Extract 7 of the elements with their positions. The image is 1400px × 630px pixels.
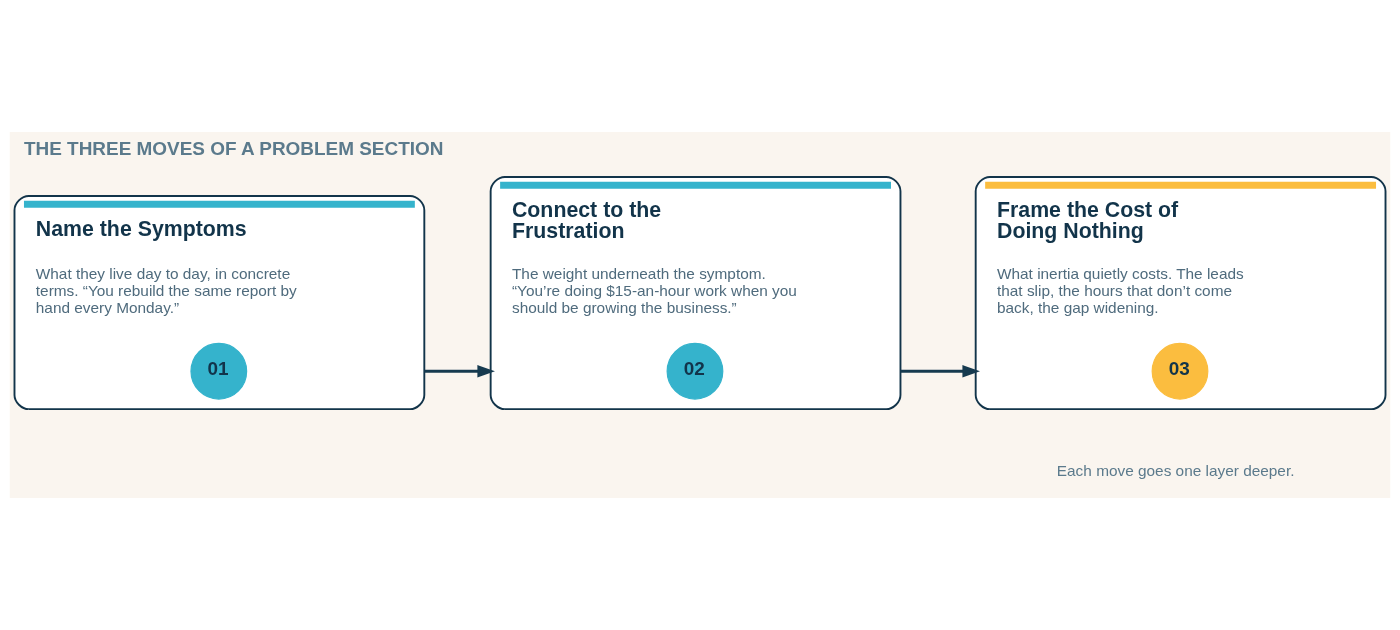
arrow <box>424 365 495 378</box>
diagram-title: THE THREE MOVES OF A PROBLEM SECTION <box>23 138 444 160</box>
arrow <box>900 365 980 378</box>
node-circle: 01 <box>190 342 248 400</box>
caption: Each move goes one layer deeper. <box>1056 461 1295 479</box>
node-circle: 02 <box>666 342 724 400</box>
node-circle: 03 <box>1151 342 1209 400</box>
